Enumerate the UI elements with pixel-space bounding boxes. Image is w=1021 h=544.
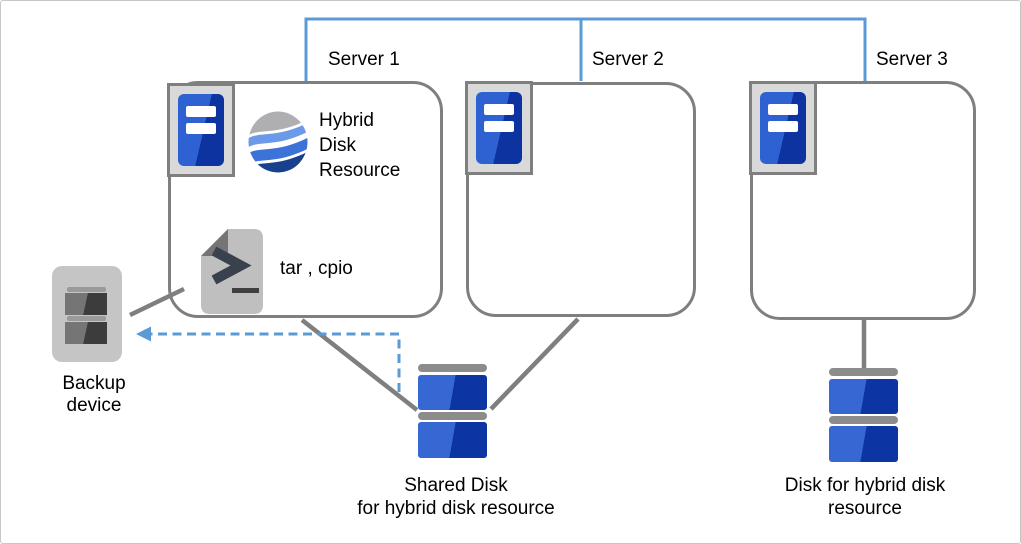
server-1-label: Server 1 [328,49,400,70]
disk-cap [829,416,898,424]
disk-platter [829,426,898,462]
prompt-underscore [232,288,259,293]
server1-shared-disk-connector-line [300,318,419,412]
backup-device-label: Backup device [44,373,144,417]
shared-disk-label-line: Shared Disk [404,475,508,496]
server2-shared-disk-connector-line [489,317,580,411]
tape-slot-edge [67,287,106,292]
server-tower-icon [476,92,522,164]
tape-slot-edge [67,316,106,321]
server-2-chassis-icon [465,81,533,175]
drive-bay-slot [768,121,798,132]
disk-cap [418,364,487,372]
disk-platter [418,375,487,410]
drive-bay-slot [186,106,216,117]
disk-platter [418,422,487,458]
script-file-icon [201,229,263,314]
drive-bay-slot [484,121,514,132]
server-1-chassis-icon [167,83,235,177]
server-tower-icon [760,92,806,164]
disk-cap [418,412,487,420]
shared-disk-label-line: for hybrid disk resource [357,498,555,519]
hybrid-disk-resource-label-line: Hybrid [319,110,374,131]
server-tower-icon [178,94,224,166]
tape-slot [65,322,107,344]
hybrid-disk-label: Disk for hybrid disk resource [745,474,985,520]
drive-bay-slot [186,123,216,134]
server-3-chassis-icon [749,81,817,175]
server-3-label: Server 3 [876,49,948,70]
disk-cap [829,368,898,376]
backup-device-label-line: Backup [62,373,126,394]
hybrid-disk-resource-label-line: Disk [319,135,356,156]
drive-bay-slot [768,104,798,115]
hybrid-disk-label-line: resource [828,498,902,519]
backup-flow-dashed-arrow [136,326,401,392]
backup-commands-label: tar , cpio [280,258,353,279]
hybrid-disk-icon [829,368,898,462]
backup-device-label-line: device [66,395,122,416]
prompt-chevron [211,246,252,285]
hybrid-disk-resource-label-line: Resource [319,160,401,181]
disk-platter [829,379,898,414]
server-2-label: Server 2 [592,49,664,70]
tape-slot [65,293,107,315]
shared-disk-icon [418,364,487,458]
shared-disk-label: Shared Disk for hybrid disk resource [321,474,591,520]
backup-device-icon [52,266,122,362]
drive-bay-slot [484,104,514,115]
hybrid-disk-resource-label: Hybrid Disk Resource [319,108,400,183]
hybrid-disk-label-line: Disk for hybrid disk [784,475,946,496]
arrowhead-icon [136,326,151,342]
hybrid-disk-resource-logo-icon [248,111,308,173]
